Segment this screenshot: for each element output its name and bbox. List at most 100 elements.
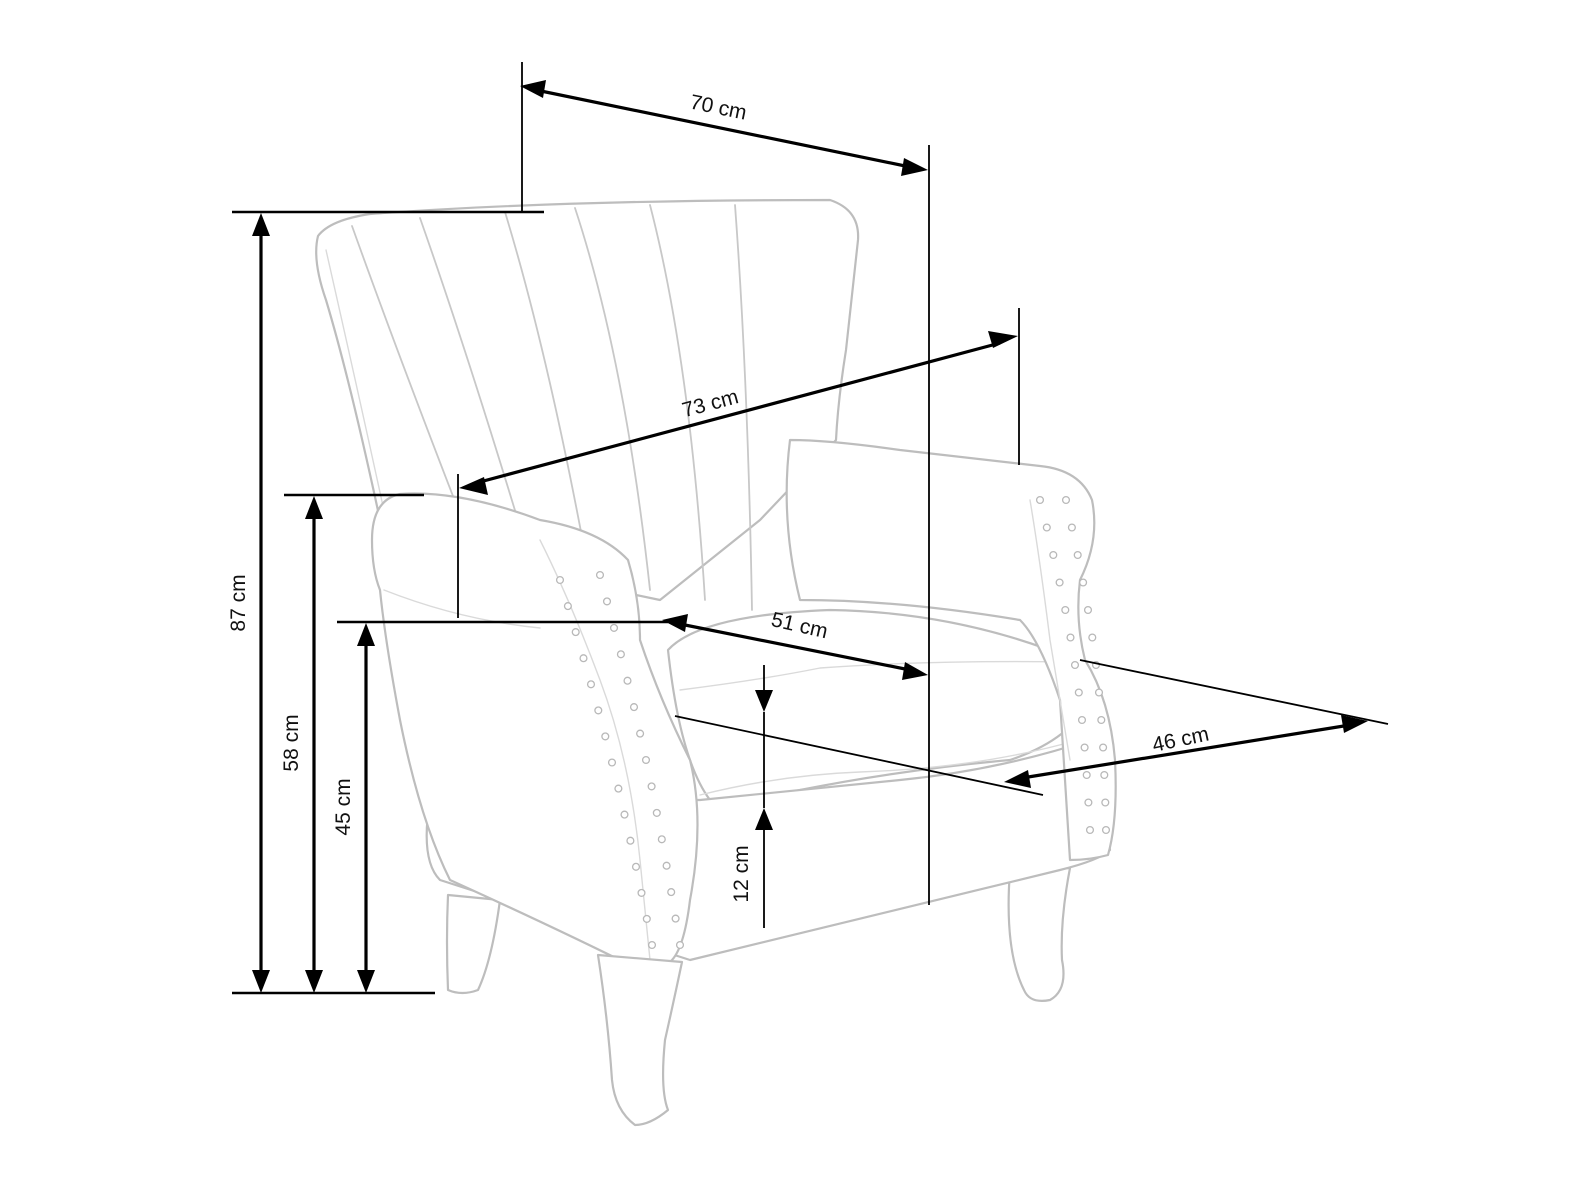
seat-cushion-piping xyxy=(679,660,1071,691)
nailhead-stud xyxy=(671,914,680,923)
nailhead-stud xyxy=(1077,715,1087,725)
left-armrest-face xyxy=(383,589,541,629)
nailhead-stud xyxy=(1049,550,1058,560)
nailhead-stud xyxy=(636,729,645,738)
nailhead-stud xyxy=(601,732,610,741)
nailhead-stud xyxy=(595,570,605,580)
dimension-line xyxy=(1021,723,1351,780)
nailhead-stud xyxy=(652,808,661,817)
nailhead-stud xyxy=(1099,743,1108,752)
nailhead-stud xyxy=(657,835,666,844)
backrest-channel xyxy=(504,211,591,581)
nailhead-stud xyxy=(555,575,565,585)
dimension-annotations: 70 cm 73 cm 87 cm 58 cm xyxy=(227,62,1389,995)
nailhead-stud xyxy=(620,810,629,819)
arrowhead xyxy=(520,80,546,98)
nailhead-stud xyxy=(1088,633,1097,642)
nailhead-stud xyxy=(1083,605,1093,615)
nailhead-stud xyxy=(667,888,676,897)
nailhead-stud xyxy=(623,676,632,685)
nailhead-stud xyxy=(662,861,671,870)
dimension-line xyxy=(475,341,1001,485)
arrowhead xyxy=(1004,770,1031,788)
armchair-drawing xyxy=(315,198,1117,1127)
arrowhead xyxy=(357,970,375,993)
dimension-overall-height: 87 cm xyxy=(227,213,435,995)
arrowhead xyxy=(305,970,323,993)
nailhead-stud xyxy=(1084,798,1093,807)
arrowhead xyxy=(1341,715,1368,733)
nailhead-stud xyxy=(563,602,572,611)
back-right-leg xyxy=(1007,866,1072,1002)
backrest-channel xyxy=(734,204,753,611)
dimension-label: 58 cm xyxy=(280,714,303,771)
backrest-channel xyxy=(351,225,471,541)
front-left-leg xyxy=(596,953,684,1127)
nailhead-stud xyxy=(1035,495,1045,505)
nailhead-stud xyxy=(594,706,603,715)
nailhead-stud xyxy=(1066,633,1075,642)
nailhead-trim-left xyxy=(555,570,685,950)
nailhead-stud xyxy=(1079,578,1088,587)
right-armrest-roll xyxy=(1029,499,1071,761)
nailhead-stud xyxy=(602,597,612,606)
arrowhead xyxy=(662,614,688,632)
right-armrest xyxy=(785,438,1117,862)
nailhead-stud xyxy=(1073,550,1082,560)
nailhead-stud xyxy=(641,755,651,765)
arrowhead xyxy=(755,690,773,712)
dimension-cushion-thickness: 12 cm xyxy=(730,665,773,928)
nailhead-stud xyxy=(675,940,685,950)
arrowhead xyxy=(252,213,270,236)
back-left-leg xyxy=(445,893,502,995)
nailhead-stud xyxy=(1042,523,1051,532)
nailhead-stud xyxy=(626,836,635,845)
nailhead-stud xyxy=(571,628,580,637)
extension-line xyxy=(1079,659,1389,725)
dimension-line xyxy=(535,88,911,169)
nailhead-stud xyxy=(631,862,641,871)
dimension-armrest-height: 58 cm xyxy=(280,493,424,993)
nailhead-stud xyxy=(1082,770,1091,780)
nailhead-stud xyxy=(637,888,646,897)
nailhead-stud xyxy=(579,654,588,663)
nailhead-stud xyxy=(1070,660,1080,670)
nailhead-stud xyxy=(1085,825,1095,835)
dimension-label: 87 cm xyxy=(227,574,250,631)
nailhead-stud xyxy=(1100,770,1109,780)
arrowhead xyxy=(305,496,323,519)
nailhead-stud xyxy=(1101,798,1110,807)
arrowhead xyxy=(755,808,773,830)
dimension-label: 70 cm xyxy=(688,91,749,125)
nailhead-stud xyxy=(1055,578,1064,587)
nailhead-stud xyxy=(1101,825,1111,835)
backrest-channel xyxy=(649,204,706,601)
arrowhead xyxy=(988,331,1018,348)
arrowhead xyxy=(357,623,375,646)
nailhead-stud xyxy=(642,914,651,923)
dimension-line xyxy=(679,622,911,672)
nailhead-stud xyxy=(1061,605,1070,615)
extension-line xyxy=(674,715,1044,796)
nailhead-stud xyxy=(647,782,656,791)
nailhead-stud xyxy=(614,784,623,793)
nailhead-stud xyxy=(607,758,617,767)
nailhead-stud xyxy=(647,940,657,950)
dimension-label: 45 cm xyxy=(332,778,355,835)
nailhead-stud xyxy=(609,623,619,632)
backrest-channel xyxy=(574,207,651,591)
arrowhead xyxy=(252,970,270,993)
backrest-edge xyxy=(325,249,387,521)
dimension-seat-height: 45 cm xyxy=(332,620,668,993)
nailhead-stud xyxy=(1061,495,1071,505)
nailhead-stud xyxy=(616,650,625,659)
dimension-label: 12 cm xyxy=(730,845,753,902)
arrowhead xyxy=(901,158,928,176)
nailhead-stud xyxy=(1094,688,1104,697)
arrowhead xyxy=(459,477,488,495)
nailhead-stud xyxy=(1067,523,1076,532)
nailhead-stud xyxy=(586,680,596,689)
seat-cushion-piping xyxy=(699,739,1079,796)
nailhead-stud xyxy=(629,703,639,712)
